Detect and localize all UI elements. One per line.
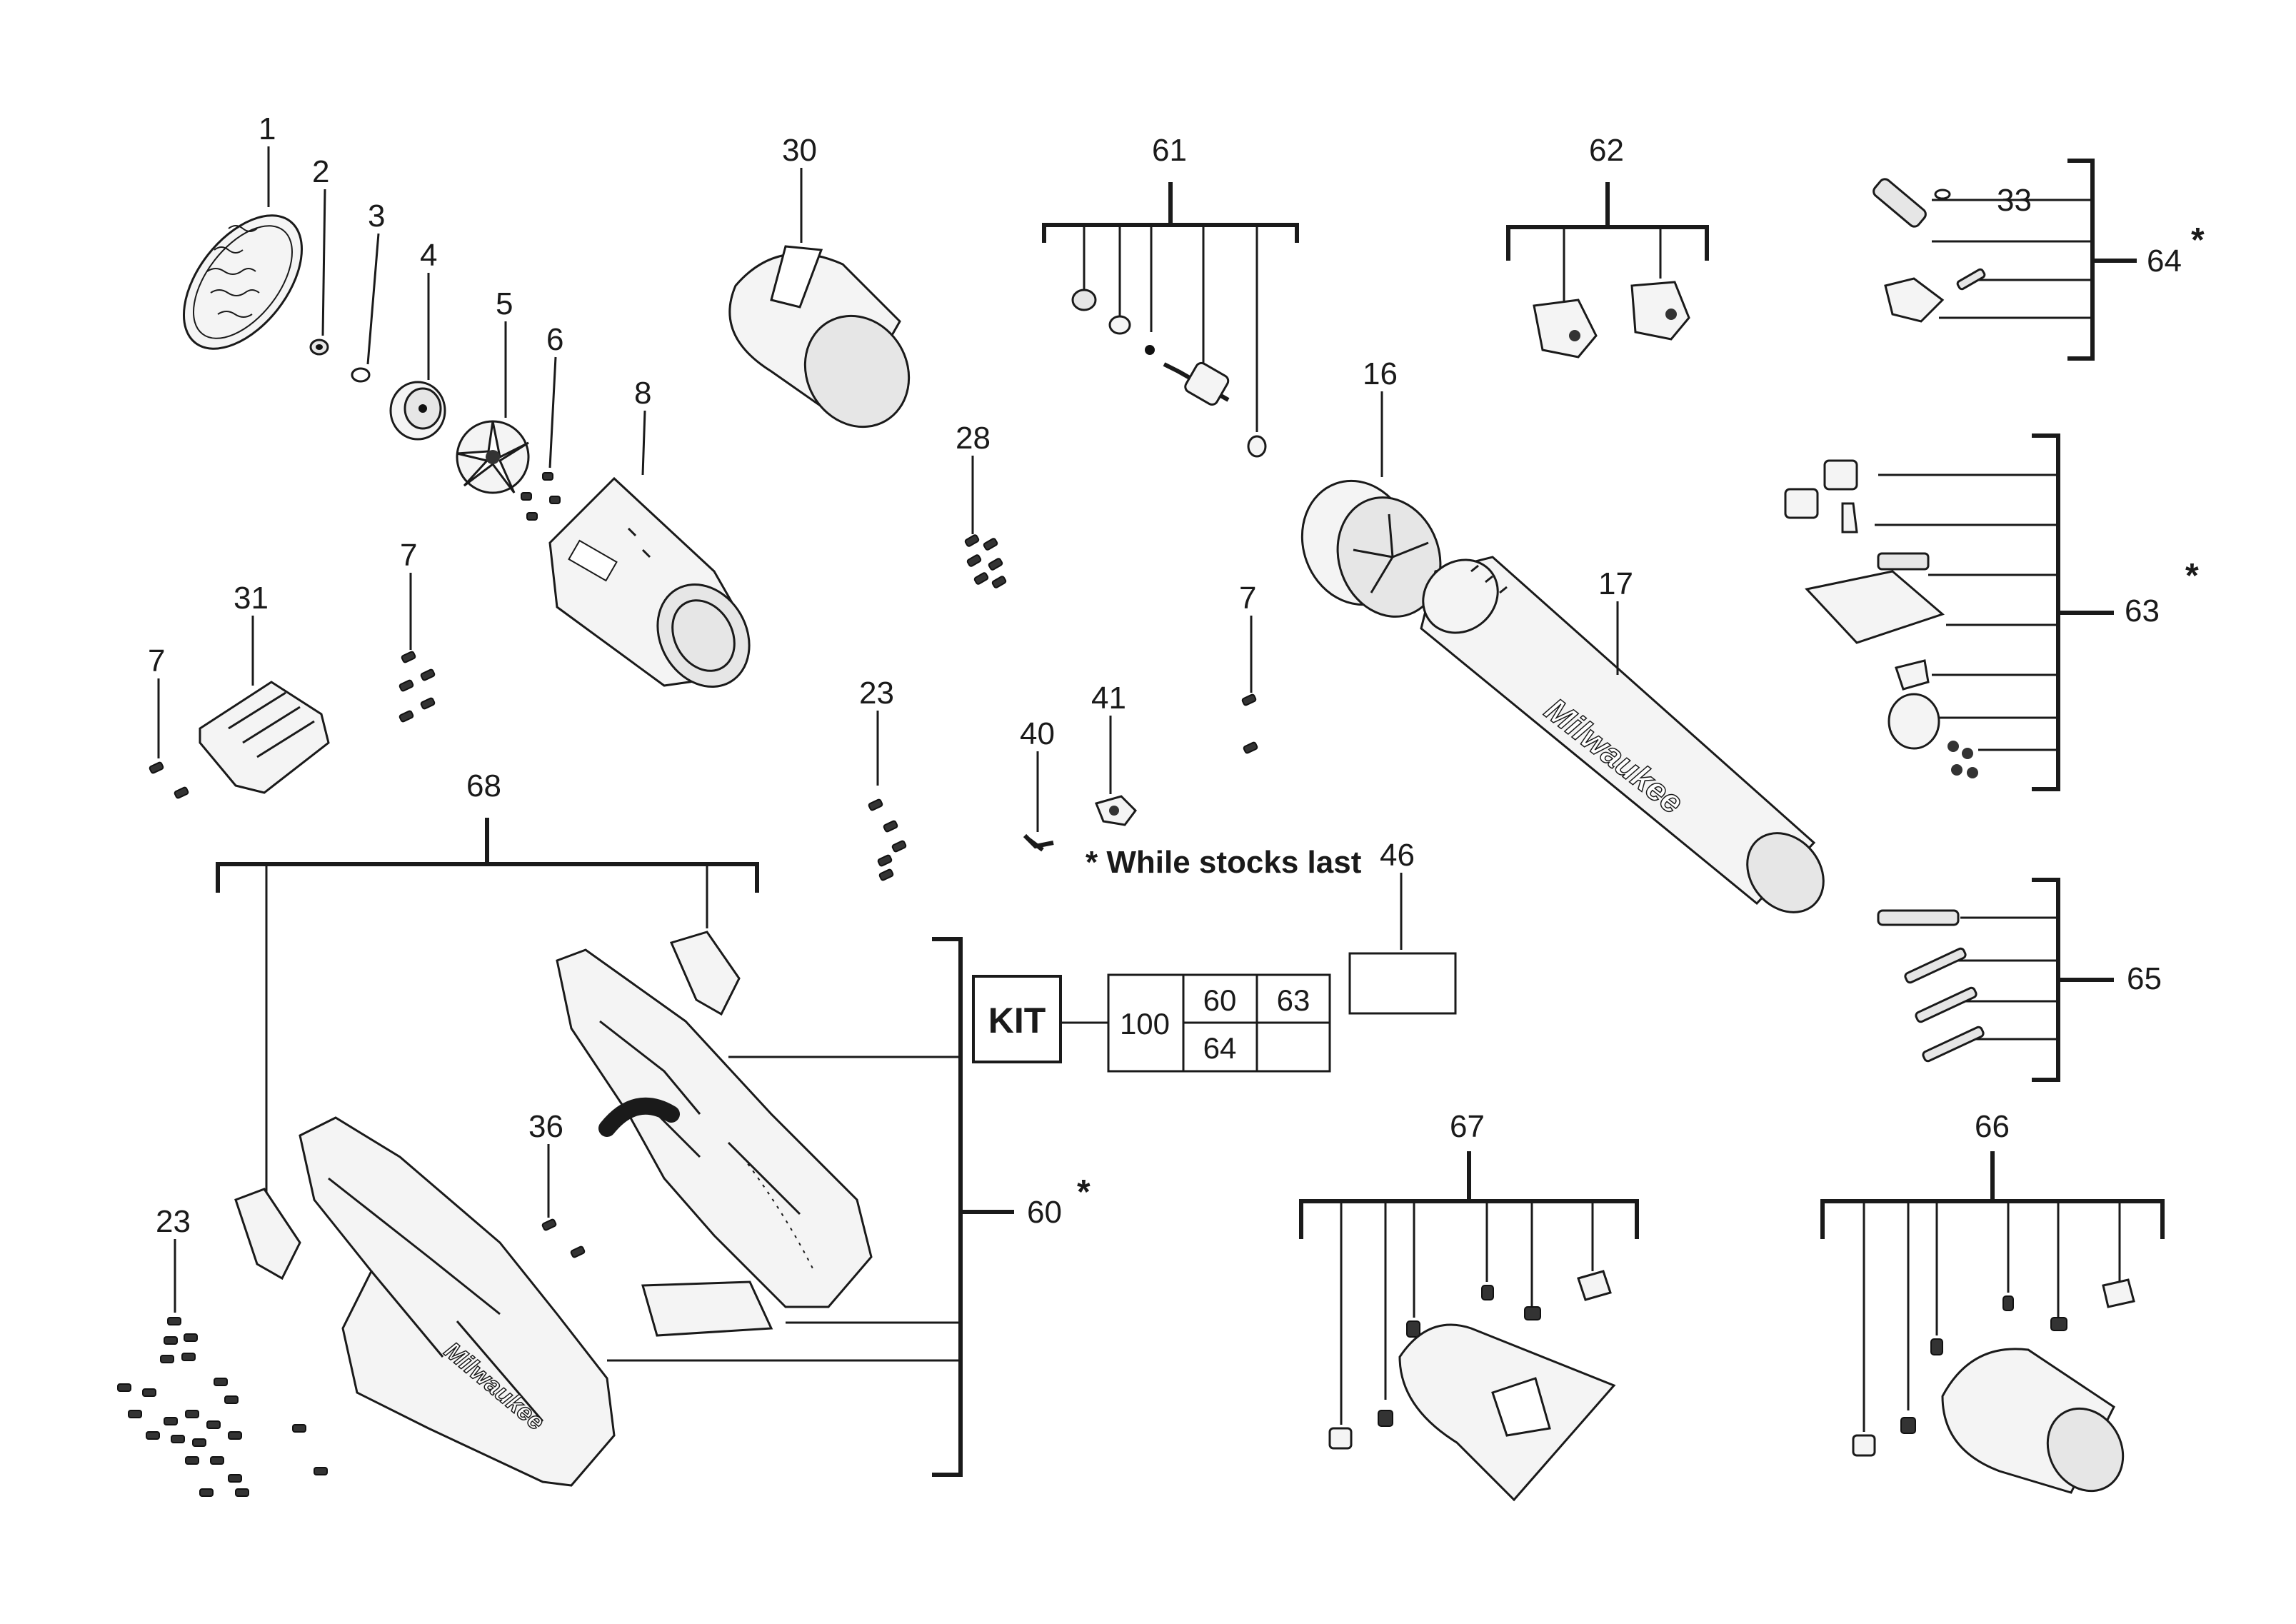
part-60-housing-half-right (556, 948, 873, 1308)
kit-item-64: 64 (1203, 1031, 1237, 1065)
callout-30: 30 (782, 133, 817, 168)
part-7-screws-left (149, 761, 189, 799)
part-65-strip-set (1877, 878, 2114, 1082)
part-64-lock-set (1873, 159, 2137, 361)
part-7-screws-right (1241, 693, 1258, 754)
part-30-sleeve (728, 245, 911, 428)
part-28-screws (964, 534, 1007, 588)
callout-28: 28 (956, 421, 991, 456)
callout-5: 5 (496, 286, 513, 321)
callout-3: 3 (368, 199, 385, 234)
part-1-filter-cover (182, 214, 304, 350)
callout-46: 46 (1380, 838, 1415, 873)
part-23-screws-center (868, 798, 907, 881)
part-3-washer (351, 367, 371, 383)
callout-17: 17 (1598, 566, 1633, 601)
callout-63: 63 (2125, 593, 2160, 628)
part-67-concentrator-nozzle (1299, 1151, 1639, 1502)
part-62-switch-set (1506, 182, 1709, 359)
part-23-clip (669, 931, 741, 1016)
part-4-bearing (389, 381, 446, 441)
part-63-electronics-set (1784, 433, 2114, 791)
asterisk-60: * (1077, 1173, 1091, 1211)
callout-7-center: 7 (400, 538, 417, 573)
part-17-blower-tube: Milwaukee (1420, 556, 1825, 913)
kit-table: KIT 100 60 63 64 (972, 973, 1331, 1073)
callout-8: 8 (634, 376, 651, 411)
part-46-label-plate (1348, 952, 1457, 1015)
callout-64: 64 (2147, 244, 2182, 279)
callout-6: 6 (546, 322, 563, 357)
callout-7-right: 7 (1239, 581, 1256, 616)
part-40-spring (1023, 833, 1054, 852)
callout-61: 61 (1152, 133, 1187, 168)
part-66-round-nozzle (1820, 1151, 2165, 1494)
kit-number: 100 (1120, 1007, 1170, 1041)
callout-67: 67 (1450, 1109, 1485, 1144)
callout-4: 4 (420, 238, 437, 273)
part-8-motor-housing (548, 476, 751, 688)
callout-23-left: 23 (156, 1204, 191, 1239)
part-61-armature-set (1042, 182, 1299, 458)
part-36-screws (541, 1218, 586, 1258)
callout-2: 2 (312, 154, 329, 189)
kit-item-60: 60 (1203, 983, 1237, 1017)
callout-66: 66 (1975, 1109, 2010, 1144)
callout-33: 33 (1997, 183, 2032, 218)
callout-62: 62 (1589, 133, 1624, 168)
part-16-fan-assembly (1300, 479, 1442, 618)
part-7-screws-center (398, 651, 436, 723)
part-battery-latch (234, 1188, 301, 1280)
callout-36: 36 (528, 1109, 563, 1144)
part-6-screws (521, 472, 561, 521)
asterisk-63: * (2185, 557, 2199, 595)
asterisk-64: * (2191, 221, 2205, 259)
callout-16: 16 (1363, 356, 1398, 391)
stock-note: * While stocks last (1086, 845, 1362, 880)
callout-1: 1 (259, 111, 276, 146)
callout-23-center: 23 (859, 676, 894, 711)
part-31-battery-terminal (199, 681, 330, 794)
callout-60: 60 (1027, 1195, 1062, 1230)
callout-31: 31 (234, 581, 269, 616)
callout-65: 65 (2127, 961, 2162, 996)
part-5-fan-impeller (456, 420, 530, 494)
part-60-housing-half-left: Milwaukee (299, 1116, 616, 1487)
callout-41: 41 (1091, 681, 1126, 716)
callout-7-left: 7 (148, 643, 165, 678)
part-41-switch-actuator (1094, 795, 1137, 826)
kit-item-63: 63 (1277, 983, 1310, 1017)
part-60-housing-kit (607, 937, 1014, 1477)
part-23-screws-left (117, 1317, 328, 1497)
callout-40: 40 (1020, 716, 1055, 751)
part-label-decal (641, 1280, 773, 1337)
part-68-housing-set (216, 818, 759, 1193)
part-2-nut (309, 339, 329, 356)
callout-68: 68 (466, 768, 501, 803)
kit-label: KIT (988, 1001, 1046, 1041)
